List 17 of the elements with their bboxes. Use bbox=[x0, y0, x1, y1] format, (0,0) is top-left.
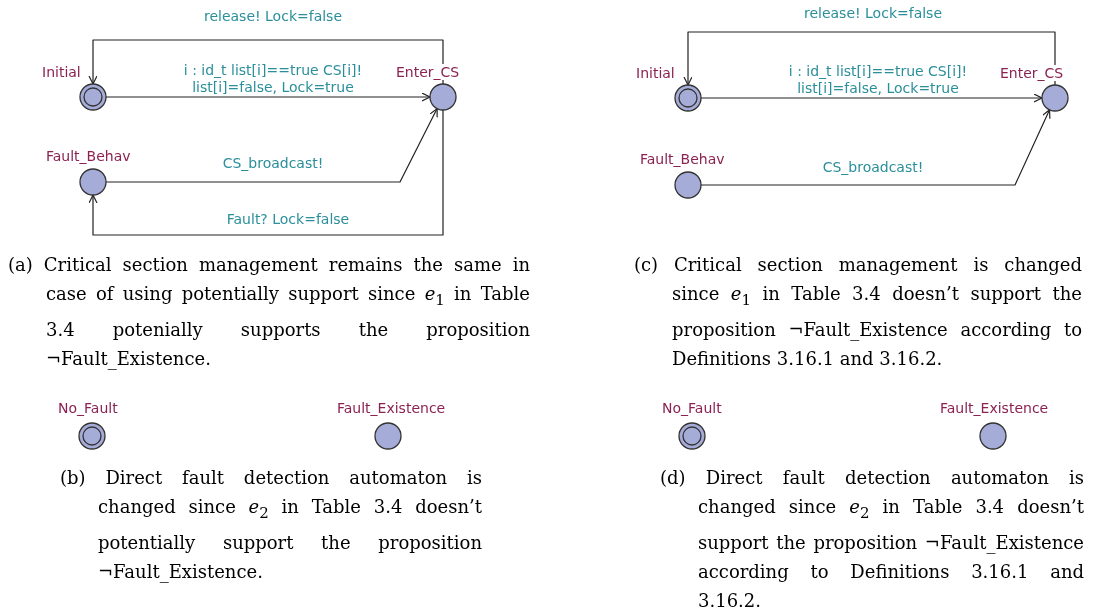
caption: (b) Direct fault detection automaton is changed since e$_{2}$ in Table 3.4 doesn’t potentially support the proposition ¬Fault_Existence. bbox=[60, 466, 482, 585]
location-name: Enter_CS bbox=[1000, 65, 1064, 81]
location-name: Fault_Existence bbox=[337, 400, 446, 416]
arrow bbox=[88, 109, 444, 236]
location-name: No_Fault bbox=[662, 400, 722, 416]
arrow bbox=[683, 31, 1056, 86]
location-name: Fault_Existence bbox=[940, 400, 1049, 416]
caption: (d) Direct fault detection automaton is changed since e$_{2}$ in Table 3.4 doesn’t support the proposition ¬Fault_Existence according to Definitions 3.16.1 and 3.16.2. bbox=[660, 466, 1084, 607]
caption: (a) Critical section management remains the same in case of using potentially support since e$_{1}$ in Table 3.4 potenially supports the proposition ¬Fault_Existence. bbox=[8, 253, 530, 372]
location-name: Fault_Behav bbox=[640, 151, 725, 167]
caption: (c) Critical section management is changed since e$_{1}$ in Table 3.4 doesn’t support the proposition ¬Fault_Existence according to Definitions 3.16.1 and 3.16.2. bbox=[634, 253, 1082, 371]
location-name: Initial bbox=[636, 65, 675, 81]
location-name: No_Fault bbox=[58, 400, 118, 416]
arrow bbox=[88, 39, 444, 85]
location-name: Initial bbox=[42, 64, 81, 80]
location-name: Fault_Behav bbox=[46, 148, 131, 164]
location-name: Enter_CS bbox=[396, 64, 460, 80]
